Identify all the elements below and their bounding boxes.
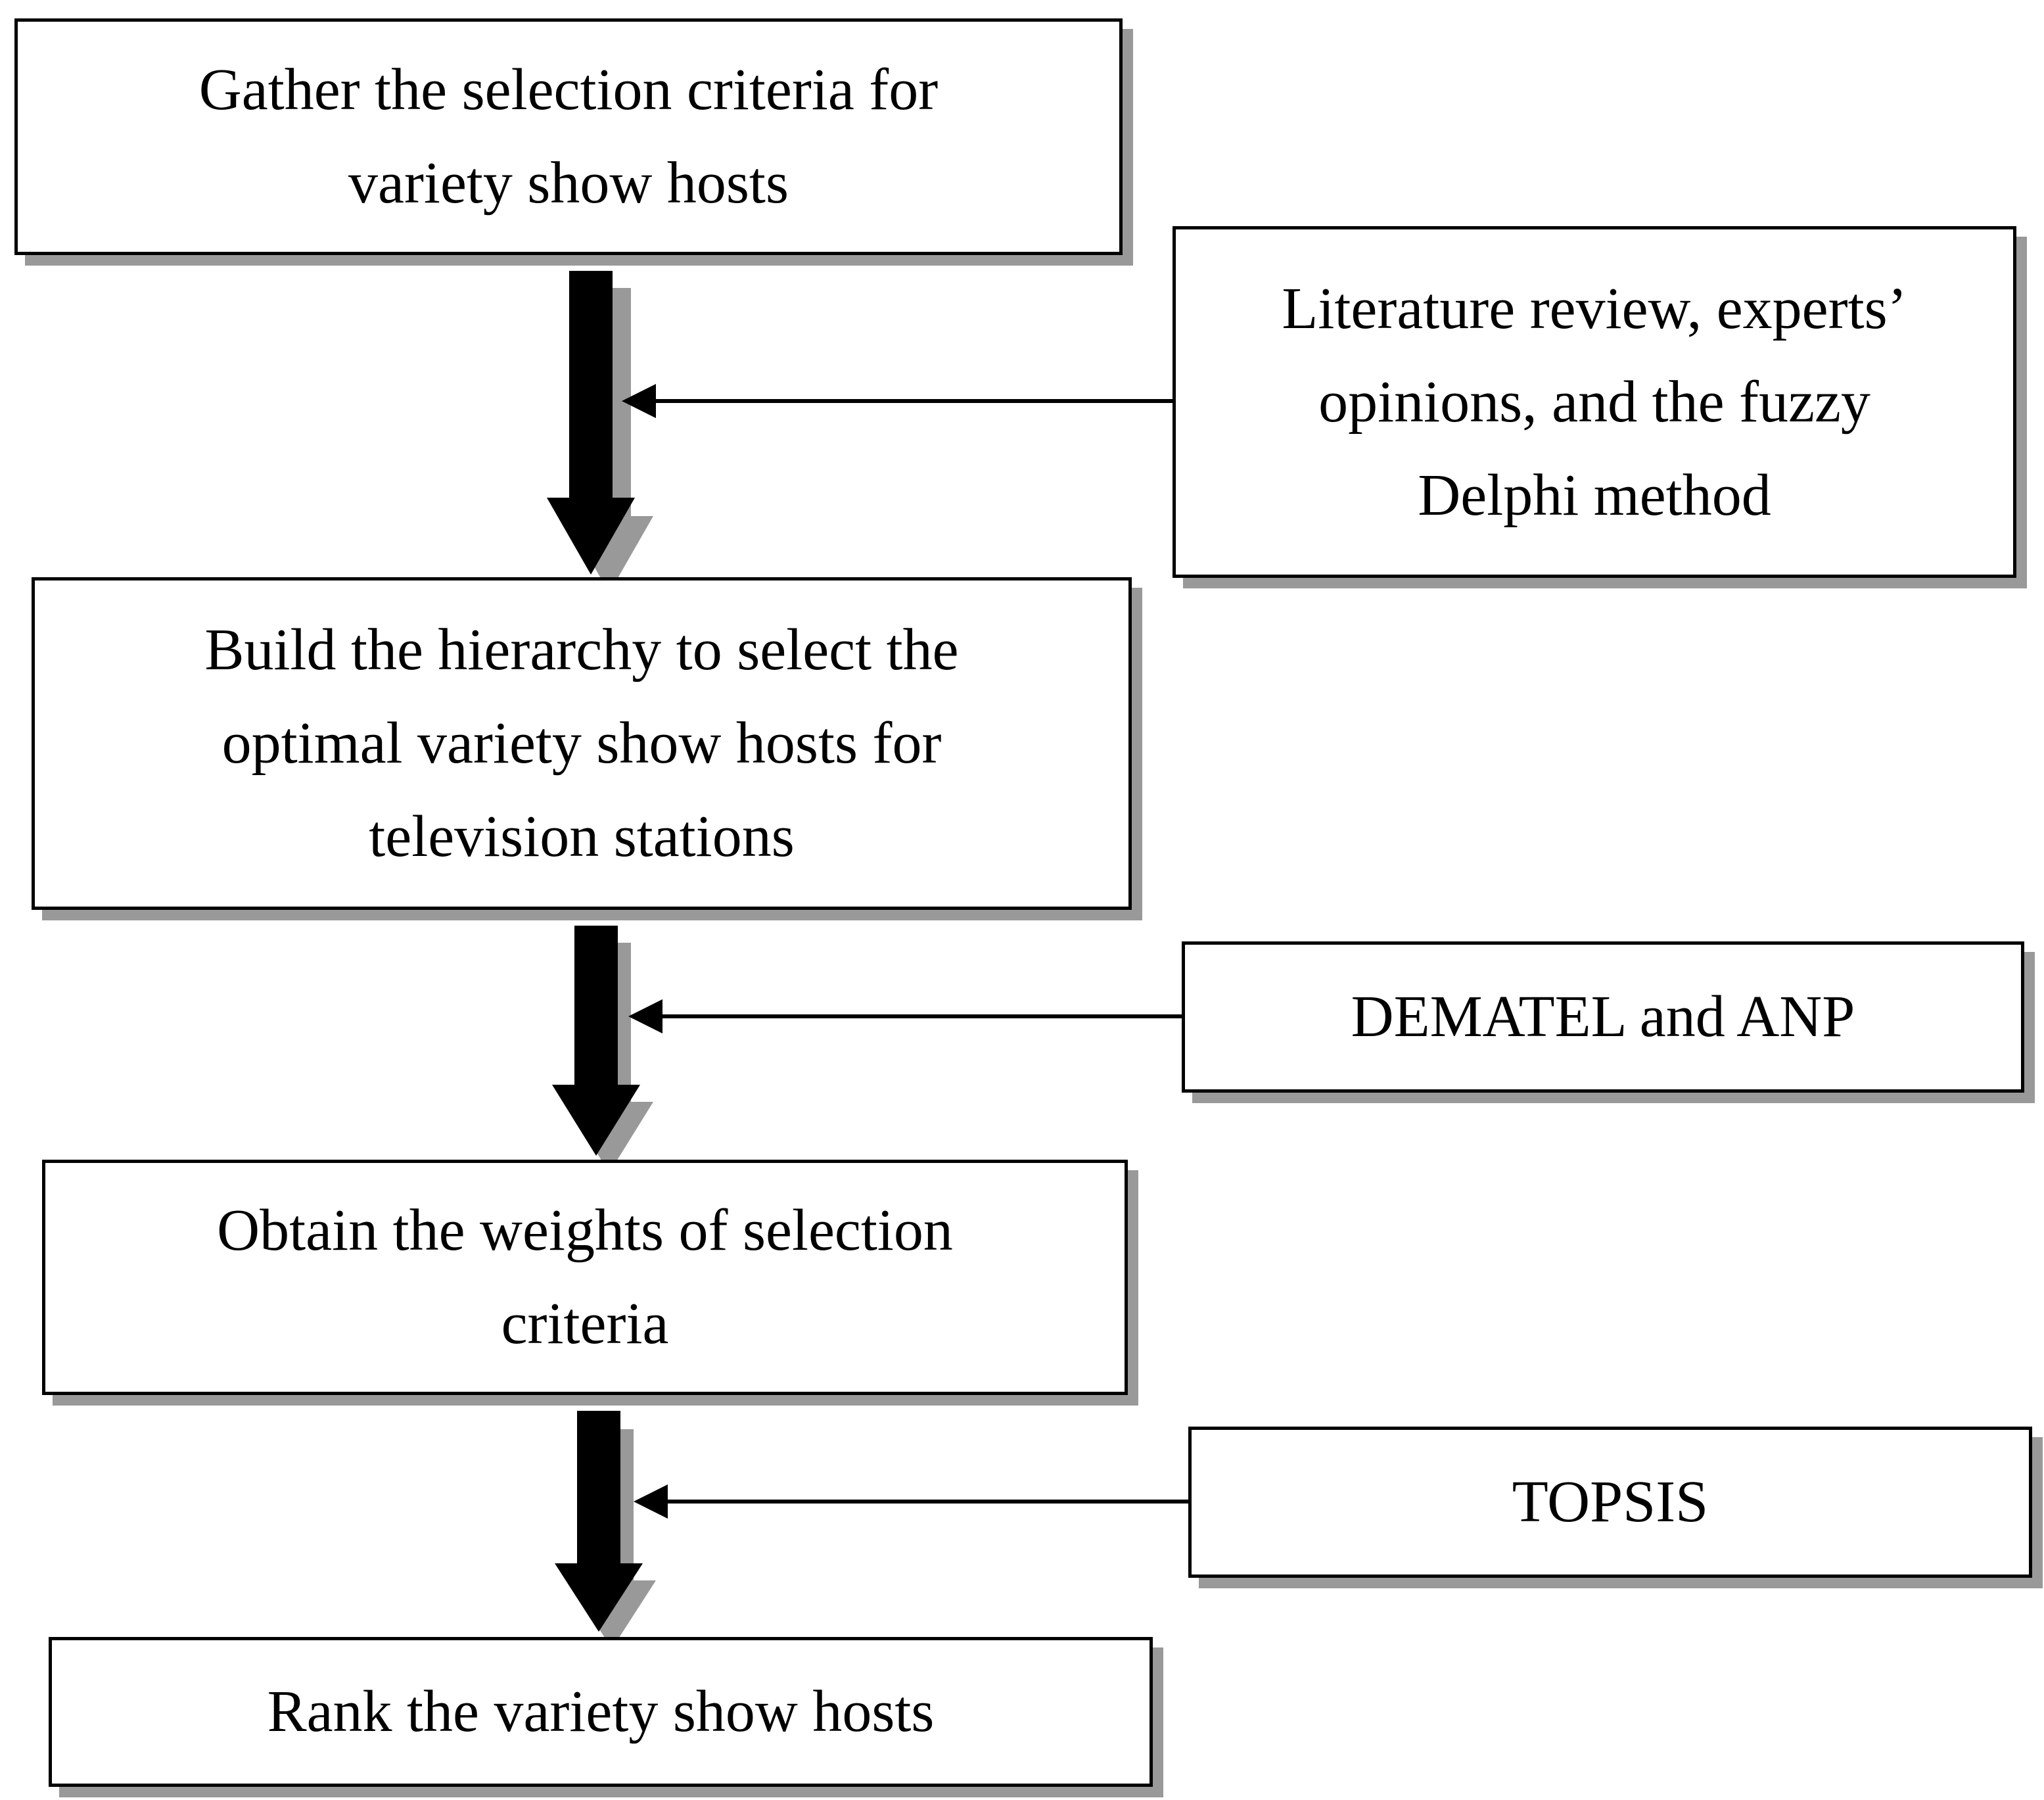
step-build-hierarchy: Build the hierarchy to select the optima… (32, 577, 1132, 910)
step-build-hierarchy-text: Build the hierarchy to select the optima… (204, 617, 959, 869)
method-arrow-2 (628, 999, 1182, 1033)
step-rank-hosts-text: Rank the variety show hosts (267, 1679, 935, 1744)
flow-arrow-2 (552, 926, 653, 1173)
method-literature-delphi: Literature review, experts’ opinions, an… (1173, 226, 2016, 578)
step-obtain-weights: Obtain the weights of selection criteria (42, 1160, 1128, 1395)
step-rank-hosts: Rank the variety show hosts (49, 1637, 1153, 1787)
method-dematel-anp-text: DEMATEL and ANP (1351, 984, 1855, 1049)
method-arrow-1 (622, 384, 1173, 418)
method-dematel-anp: DEMATEL and ANP (1182, 941, 2024, 1093)
step-gather-criteria: Gather the selection criteria for variet… (14, 18, 1123, 255)
method-topsis-text: TOPSIS (1512, 1469, 1709, 1534)
flow-arrow-3 (555, 1411, 656, 1649)
flow-arrow-1 (547, 271, 653, 593)
method-literature-delphi-text: Literature review, experts’ opinions, an… (1282, 275, 1907, 528)
method-topsis: TOPSIS (1188, 1427, 2032, 1578)
method-arrow-3 (634, 1484, 1188, 1519)
step-gather-criteria-text: Gather the selection criteria for variet… (198, 57, 939, 216)
step-obtain-weights-text: Obtain the weights of selection criteria (217, 1198, 953, 1356)
